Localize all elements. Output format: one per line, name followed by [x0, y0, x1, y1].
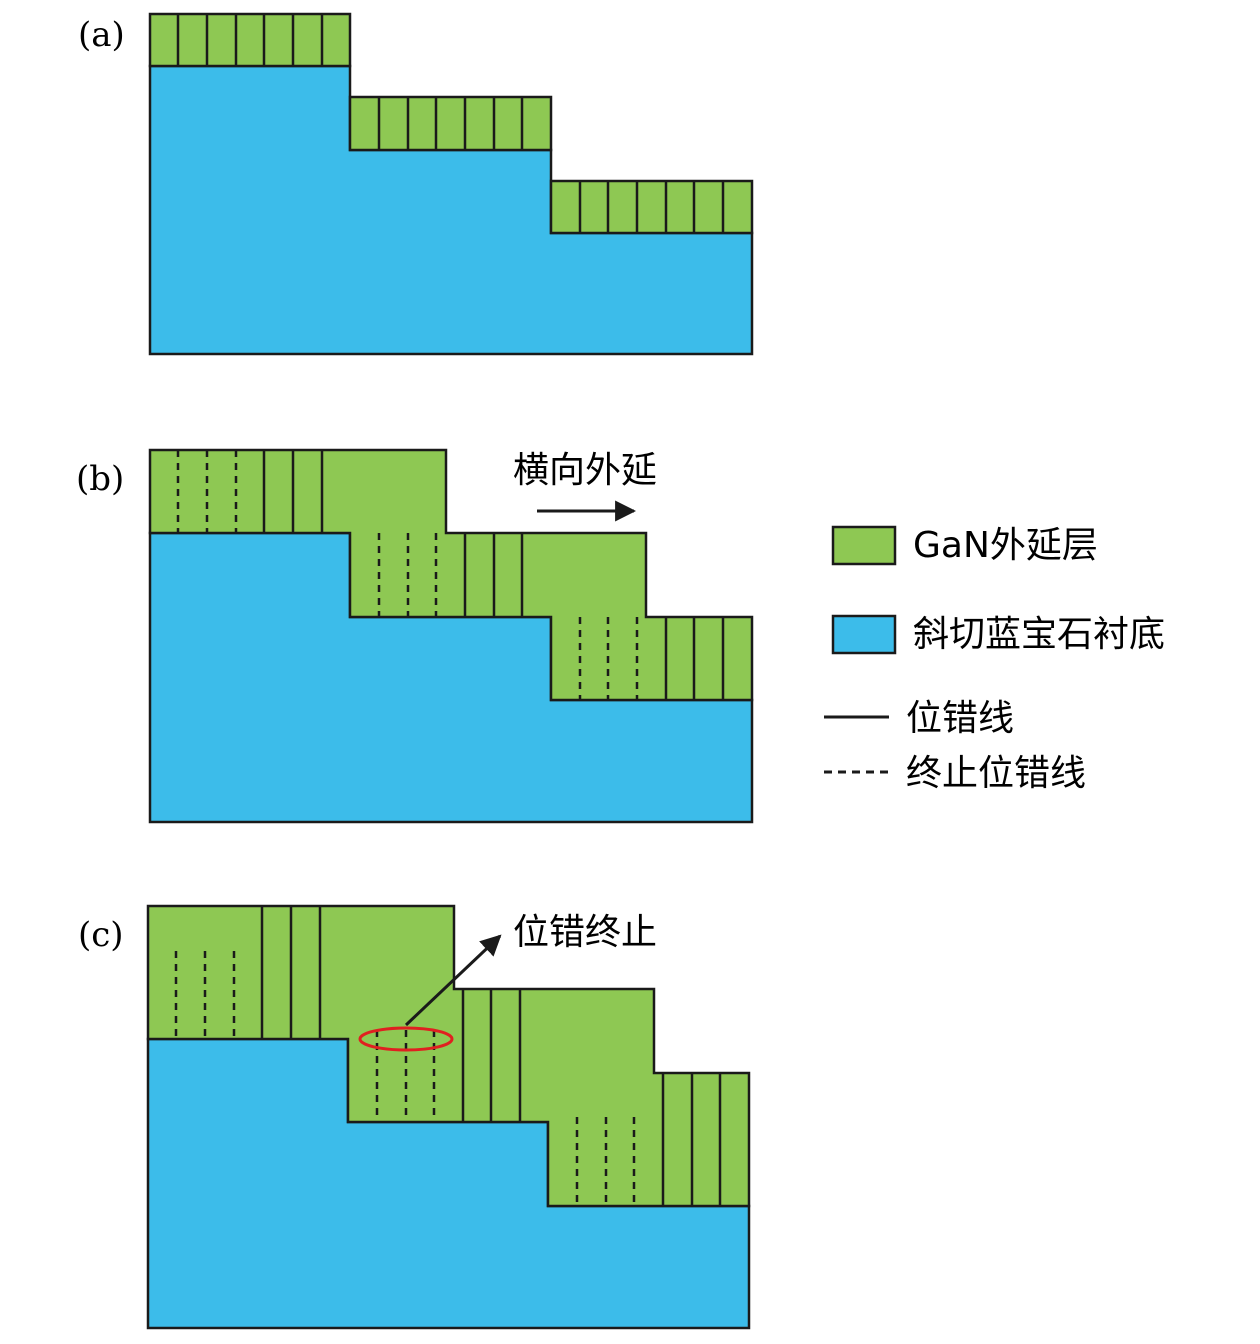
- legend: GaN外延层 斜切蓝宝石衬底 位错线 终止位错线: [824, 525, 1165, 794]
- legend-dislocation-label: 位错线: [906, 698, 1014, 739]
- panel-c: (c) 位错终止: [78, 904, 751, 1330]
- legend-substrate-swatch: [831, 614, 897, 655]
- gan-terrace-a2: [348, 95, 553, 152]
- terminated-dislocation-lines-b: [176, 450, 639, 700]
- gan-terrace-a3: [549, 179, 754, 235]
- dislocation-lines-b: [262, 450, 725, 700]
- dislocation-termination-label: 位错终止: [513, 912, 657, 953]
- gan-layer-c: [146, 904, 751, 1208]
- panel-b: (b) 横向外延: [76, 448, 754, 824]
- panel-a: (a): [78, 12, 754, 356]
- legend-gan-label: GaN外延层: [913, 525, 1098, 566]
- dislocation-lines-c: [260, 906, 722, 1206]
- dislocation-lines-a: [176, 14, 725, 233]
- gan-layer-b: [148, 448, 754, 702]
- legend-gan-swatch: [831, 525, 897, 566]
- legend-terminated-label: 终止位错线: [906, 753, 1086, 794]
- lateral-epitaxy-label: 横向外延: [513, 450, 657, 491]
- termination-highlight-ellipse: [358, 1026, 454, 1052]
- terminated-dislocation-lines-c: [174, 951, 636, 1206]
- panel-c-label: (c): [78, 915, 124, 955]
- termination-arrow: [404, 934, 502, 1027]
- legend-substrate-label: 斜切蓝宝石衬底: [913, 614, 1165, 655]
- panel-b-label: (b): [76, 459, 124, 499]
- panel-a-label: (a): [78, 15, 125, 55]
- gan-terrace-a1: [148, 12, 352, 68]
